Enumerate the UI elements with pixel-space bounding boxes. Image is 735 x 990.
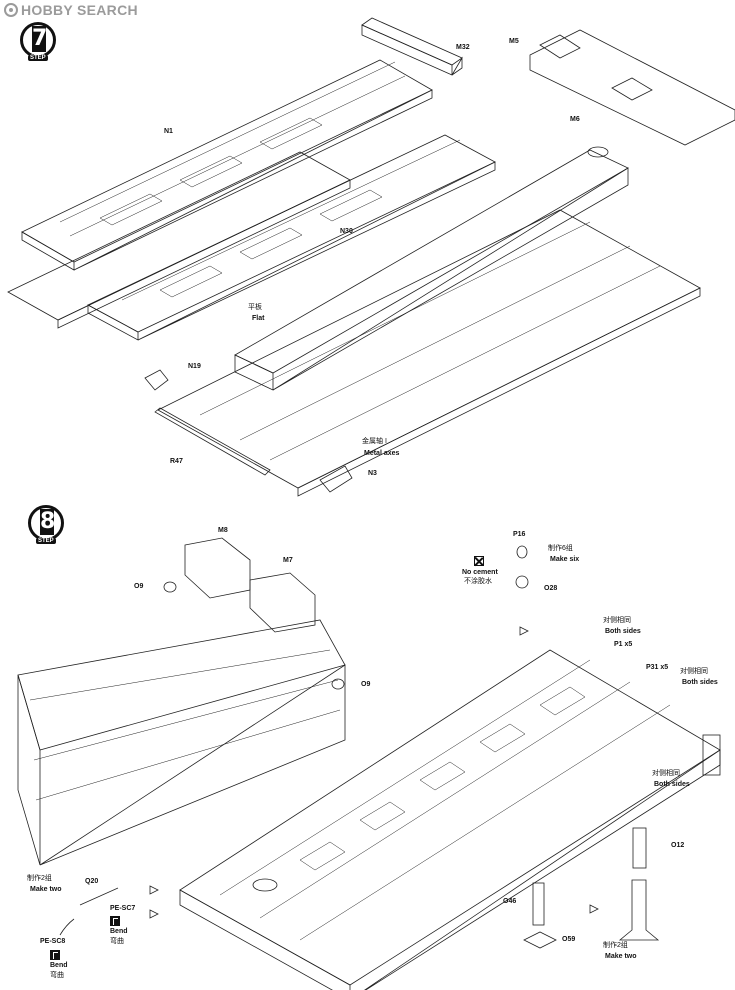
no-cement-icon (474, 556, 484, 566)
hobby-search-logo-icon (4, 3, 18, 17)
label-o59: O59 (562, 936, 576, 943)
arrow-icon (149, 885, 159, 895)
label-bend-2-en: Bend (50, 962, 68, 969)
label-q20: Q20 (85, 878, 99, 885)
part-o46 (532, 882, 545, 926)
part-n1-plate (21, 59, 433, 271)
label-n30: N30 (340, 228, 353, 235)
label-n3: N3 (368, 470, 377, 477)
part-o9-b (331, 678, 345, 690)
label-make-six-cn: 制作6组 (548, 545, 573, 552)
label-m7: M7 (283, 557, 293, 564)
step-number: 7 (32, 26, 48, 52)
label-both-sides-3-en: Both sides (654, 781, 690, 788)
label-both-sides-3-cn: 对侧相同 (652, 770, 680, 777)
part-m5-m6 (529, 29, 735, 146)
step-8-badge: 8 STEP (26, 505, 70, 549)
label-m6: M6 (570, 116, 580, 123)
label-flat-cn: 平板 (248, 304, 262, 311)
bend-icon (50, 950, 60, 960)
part-r47 (154, 407, 271, 476)
label-both-sides-2-cn: 对侧相同 (680, 668, 708, 675)
label-o28: O28 (544, 585, 558, 592)
main-frame-step8-left (17, 619, 346, 866)
label-m8: M8 (218, 527, 228, 534)
label-no-cement-en: No cement (462, 569, 498, 576)
arrow-icon (149, 909, 159, 919)
part-n19 (144, 369, 169, 391)
part-o12-post (618, 879, 660, 941)
label-p31x5: P31 x5 (646, 664, 669, 671)
part-pe-sc8 (59, 918, 75, 936)
step-label: STEP (28, 55, 48, 61)
label-pe-sc7: PE-SC7 (110, 905, 136, 912)
arrow-icon (589, 904, 599, 914)
label-no-cement-cn: 不涂胶水 (464, 578, 492, 585)
label-both-sides-2-en: Both sides (682, 679, 718, 686)
label-bend-1-cn: 弯曲 (110, 938, 124, 945)
bend-icon (110, 916, 120, 926)
flow-arrows (149, 626, 599, 919)
part-m8 (184, 537, 251, 599)
part-o9-a (163, 581, 177, 593)
step-number: 8 (40, 509, 56, 535)
part-m32 (361, 17, 463, 76)
label-make-two-b-cn: 制作2组 (603, 942, 628, 949)
part-m7 (249, 572, 316, 633)
label-both-sides-1-en: Both sides (605, 628, 641, 635)
label-o9-a: O9 (134, 583, 144, 590)
label-n19: N19 (188, 363, 201, 370)
part-o12 (632, 827, 647, 869)
label-make-two-b-en: Make two (605, 953, 637, 960)
label-o9-b: O9 (361, 681, 371, 688)
label-o46: O46 (503, 898, 517, 905)
label-n1: N1 (164, 128, 173, 135)
label-metal-axes-cn: 金属轴 I (362, 438, 387, 445)
watermark: HOBBY SEARCH (4, 2, 138, 18)
label-m5: M5 (509, 38, 519, 45)
label-m32: M32 (456, 44, 470, 51)
label-pe-sc8: PE-SC8 (40, 938, 66, 945)
part-o28 (515, 575, 529, 589)
main-frame-step7 (157, 146, 701, 497)
label-bend-2-cn: 弯曲 (50, 972, 64, 979)
part-o59 (523, 931, 557, 949)
part-p16 (516, 545, 528, 559)
part-q20 (79, 887, 119, 906)
label-r47: R47 (170, 458, 183, 465)
underframe-base-step7 (7, 151, 351, 329)
main-frame-step8-right (179, 649, 721, 990)
arrow-icon (519, 626, 529, 636)
label-flat-en: Flat (252, 315, 265, 322)
label-both-sides-1-cn: 对侧相同 (603, 617, 631, 624)
label-o12: O12 (671, 842, 685, 849)
label-p16: P16 (513, 531, 526, 538)
label-p1x5: P1 x5 (614, 641, 633, 648)
watermark-text: HOBBY SEARCH (21, 2, 138, 18)
label-metal-axes-en: Metal axes (364, 450, 400, 457)
step-label: STEP (36, 538, 56, 544)
part-n3 (319, 465, 353, 493)
step-7-badge: 7 STEP (18, 22, 62, 66)
label-make-two-cn: 制作2组 (27, 875, 52, 882)
label-make-two-en: Make two (30, 886, 62, 893)
label-bend-1-en: Bend (110, 928, 128, 935)
part-side-post (702, 734, 721, 776)
label-make-six-en: Make six (550, 556, 580, 563)
